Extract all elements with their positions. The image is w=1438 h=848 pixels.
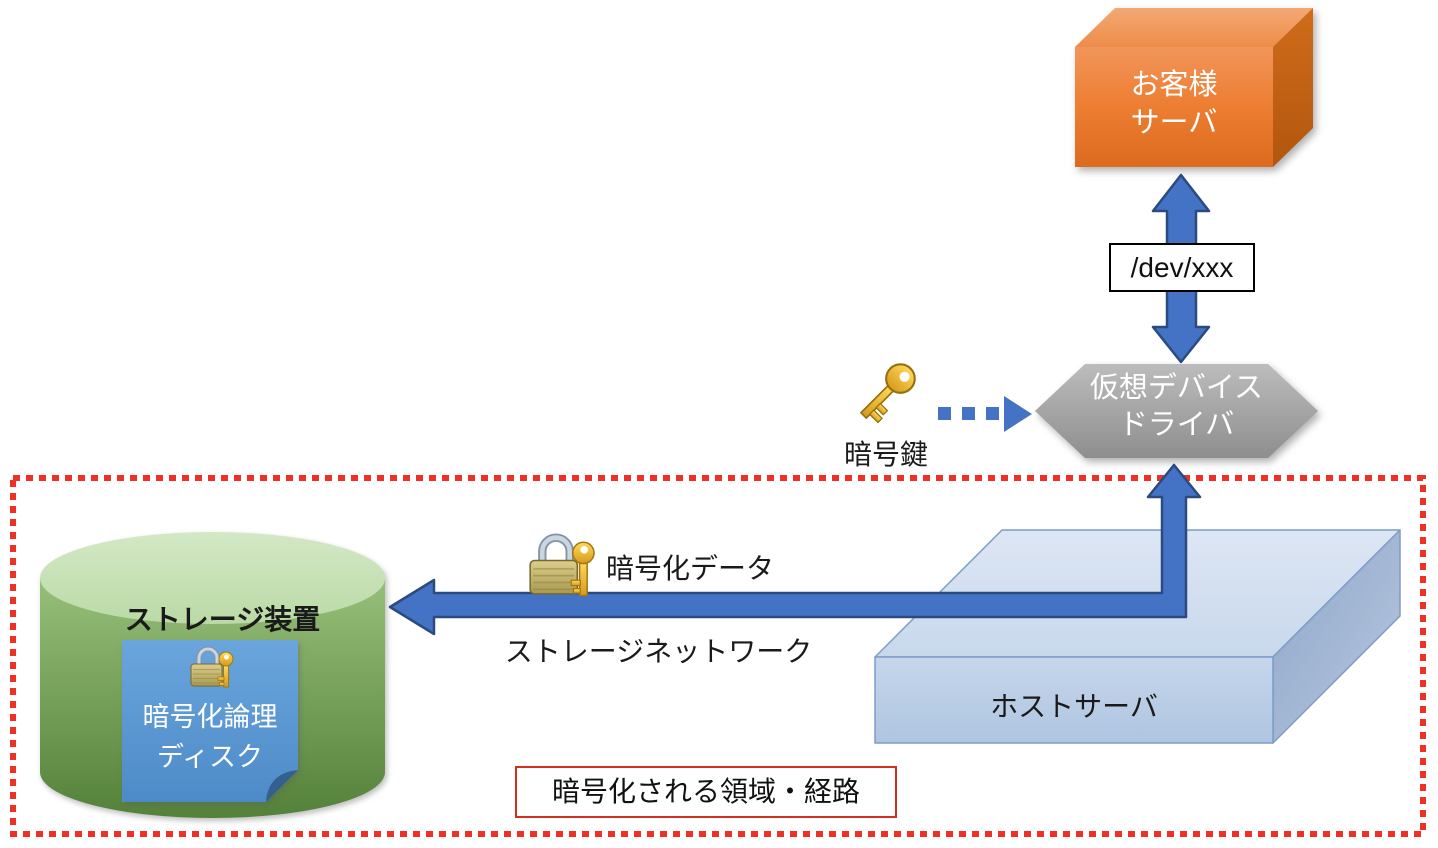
encrypted-logical-disk-note	[122, 640, 298, 802]
host-server-slab	[874, 529, 1401, 744]
virtual-device-driver-line1: 仮想デバイス	[1089, 372, 1264, 404]
customer-server-line1: お客様	[1130, 69, 1218, 101]
encrypted-logical-disk-line2: ディスク	[156, 742, 264, 772]
encrypted-region-label-box: 暗号化される領域・経路	[515, 766, 897, 818]
encrypted-logical-disk-label: 暗号化論理 ディスク	[122, 697, 298, 777]
key-dotted-arrow	[938, 396, 1032, 432]
encrypted-logical-disk-line1: 暗号化論理	[142, 702, 278, 732]
host-server-label: ホストサーバ	[990, 691, 1158, 722]
virtual-device-driver-label: 仮想デバイス ドライバ	[1035, 370, 1318, 444]
customer-server-box	[1075, 8, 1313, 167]
device-path-label: /dev/xxx	[1130, 252, 1234, 283]
storage-network-elbow-arrow	[388, 463, 1202, 636]
customer-server-line2: サーバ	[1130, 107, 1218, 139]
device-path-label-box: /dev/xxx	[1109, 243, 1255, 292]
storage-network-label: ストレージネットワーク	[504, 636, 813, 667]
encryption-key-label: 暗号鍵	[843, 439, 928, 470]
encrypted-region-label: 暗号化される領域・経路	[551, 776, 860, 807]
customer-server-label: お客様 サーバ	[1075, 66, 1273, 142]
virtual-device-driver-line2: ドライバ	[1118, 409, 1235, 441]
encrypted-data-label: 暗号化データ	[606, 553, 775, 584]
storage-device-label: ストレージ装置	[124, 604, 321, 635]
virtual-device-driver-hexagon	[1035, 364, 1318, 458]
key-icon	[852, 357, 923, 428]
lock-with-key-icon	[530, 538, 594, 596]
encrypted-region-border	[10, 475, 1426, 837]
